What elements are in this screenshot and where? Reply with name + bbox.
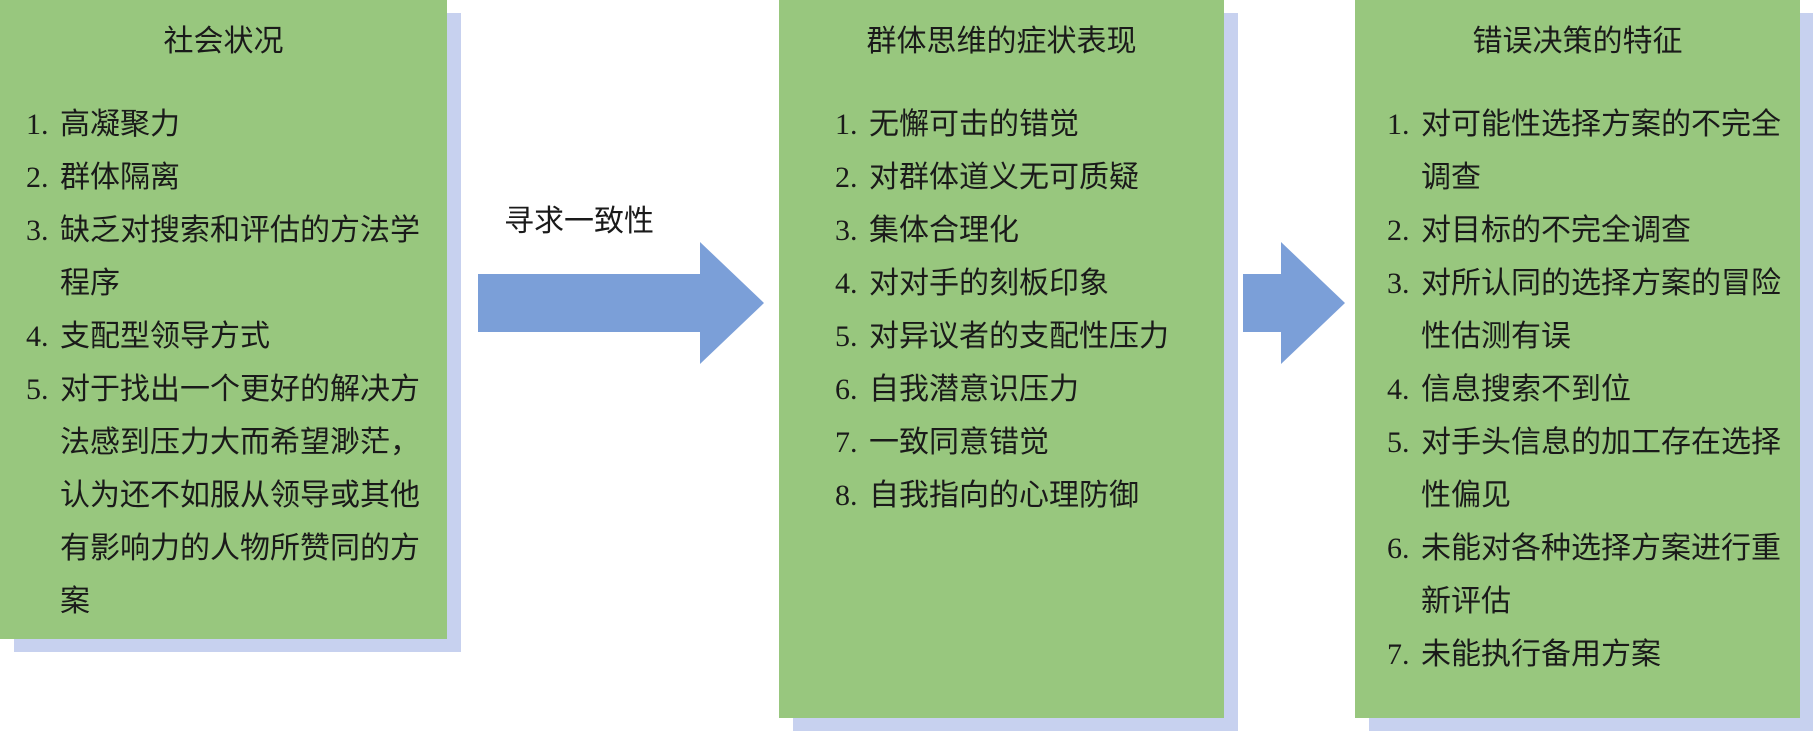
item-number: 4. xyxy=(835,267,858,300)
list-item: 1. 高凝聚力 xyxy=(26,98,427,151)
list-item: 6. 自我潜意识压力 xyxy=(835,363,1210,416)
item-number: 1. xyxy=(26,108,49,141)
item-text: 自我指向的心理防御 xyxy=(869,478,1139,513)
list-item: 3. 集体合理化 xyxy=(835,204,1210,257)
item-number: 3. xyxy=(26,214,49,247)
panel-social-conditions: 社会状况 1. 高凝聚力 2. 群体隔离 3. 缺乏对搜索和评估的方法学程序 4. 支配… xyxy=(0,0,447,639)
arrow-label: 寻求一致性 xyxy=(504,204,654,239)
item-text: 对于找出一个更好的解决方法感到压力大而希望渺茫，认为还不如服从领导或其他有影响力… xyxy=(60,372,420,619)
item-number: 3. xyxy=(1387,267,1410,300)
item-number: 8. xyxy=(835,479,858,512)
item-number: 4. xyxy=(1387,373,1410,406)
item-number: 5. xyxy=(26,373,49,406)
item-list: 1. 无懈可击的错觉 2. 对群体道义无可质疑 3. 集体合理化 4. 对对手的刻板印象… xyxy=(779,98,1224,522)
item-number: 1. xyxy=(835,108,858,141)
item-text: 缺乏对搜索和评估的方法学程序 xyxy=(60,213,420,301)
item-text: 群体隔离 xyxy=(60,160,180,195)
list-item: 7. 一致同意错觉 xyxy=(835,416,1210,469)
item-number: 7. xyxy=(1387,638,1410,671)
item-text: 信息搜索不到位 xyxy=(1421,372,1631,407)
item-number: 6. xyxy=(1387,532,1410,565)
item-text: 对可能性选择方案的不完全调查 xyxy=(1421,107,1781,195)
item-text: 未能执行备用方案 xyxy=(1421,637,1661,672)
list-item: 4. 支配型领导方式 xyxy=(26,310,427,363)
item-text: 对对手的刻板印象 xyxy=(869,266,1109,301)
list-item: 2. 对目标的不完全调查 xyxy=(1387,204,1786,257)
panel-defective-decision-features: 错误决策的特征 1. 对可能性选择方案的不完全调查 2. 对目标的不完全调查 3. 对… xyxy=(1355,0,1800,718)
list-item: 3. 对所认同的选择方案的冒险性估测有误 xyxy=(1387,257,1786,363)
list-item: 1. 对可能性选择方案的不完全调查 xyxy=(1387,98,1786,204)
arrow-shape xyxy=(478,242,764,364)
list-item: 2. 群体隔离 xyxy=(26,151,427,204)
list-item: 1. 无懈可击的错觉 xyxy=(835,98,1210,151)
item-list: 1. 对可能性选择方案的不完全调查 2. 对目标的不完全调查 3. 对所认同的选择方案… xyxy=(1355,98,1800,681)
list-item: 4. 对对手的刻板印象 xyxy=(835,257,1210,310)
panel-title: 错误决策的特征 xyxy=(1472,24,1683,59)
item-number: 2. xyxy=(835,161,858,194)
panel-groupthink-symptoms: 群体思维的症状表现 1. 无懈可击的错觉 2. 对群体道义无可质疑 3. 集体合理化 … xyxy=(779,0,1224,718)
list-item: 8. 自我指向的心理防御 xyxy=(835,469,1210,522)
item-number: 3. xyxy=(835,214,858,247)
list-item: 5. 对手头信息的加工存在选择性偏见 xyxy=(1387,416,1786,522)
item-text: 对手头信息的加工存在选择性偏见 xyxy=(1421,425,1781,513)
item-text: 对所认同的选择方案的冒险性估测有误 xyxy=(1421,266,1781,354)
item-text: 对目标的不完全调查 xyxy=(1421,213,1691,248)
item-number: 2. xyxy=(26,161,49,194)
arrow-shape xyxy=(1243,242,1345,364)
item-text: 对群体道义无可质疑 xyxy=(869,160,1139,195)
list-item: 5. 对异议者的支配性压力 xyxy=(835,310,1210,363)
panel-title: 群体思维的症状表现 xyxy=(866,24,1137,59)
list-item: 3. 缺乏对搜索和评估的方法学程序 xyxy=(26,204,427,310)
item-number: 4. xyxy=(26,320,49,353)
item-list: 1. 高凝聚力 2. 群体隔离 3. 缺乏对搜索和评估的方法学程序 4. 支配型领导方式… xyxy=(0,98,447,628)
list-item: 6. 未能对各种选择方案进行重新评估 xyxy=(1387,522,1786,628)
list-item: 4. 信息搜索不到位 xyxy=(1387,363,1786,416)
item-text: 对异议者的支配性压力 xyxy=(869,319,1169,354)
right-arrow-icon xyxy=(478,242,764,364)
item-number: 1. xyxy=(1387,108,1410,141)
item-text: 无懈可击的错觉 xyxy=(869,107,1079,142)
item-text: 自我潜意识压力 xyxy=(869,372,1079,407)
item-text: 未能对各种选择方案进行重新评估 xyxy=(1421,531,1781,619)
item-text: 一致同意错觉 xyxy=(869,425,1049,460)
item-number: 5. xyxy=(835,320,858,353)
right-arrow-icon xyxy=(1243,242,1345,364)
panel-title: 社会状况 xyxy=(163,24,284,59)
list-item: 5. 对于找出一个更好的解决方法感到压力大而希望渺茫，认为还不如服从领导或其他有影… xyxy=(26,363,427,628)
item-number: 2. xyxy=(1387,214,1410,247)
list-item: 7. 未能执行备用方案 xyxy=(1387,628,1786,681)
list-item: 2. 对群体道义无可质疑 xyxy=(835,151,1210,204)
item-number: 5. xyxy=(1387,426,1410,459)
item-number: 7. xyxy=(835,426,858,459)
item-text: 高凝聚力 xyxy=(60,107,180,142)
item-text: 支配型领导方式 xyxy=(60,319,270,354)
item-number: 6. xyxy=(835,373,858,406)
item-text: 集体合理化 xyxy=(869,213,1019,248)
